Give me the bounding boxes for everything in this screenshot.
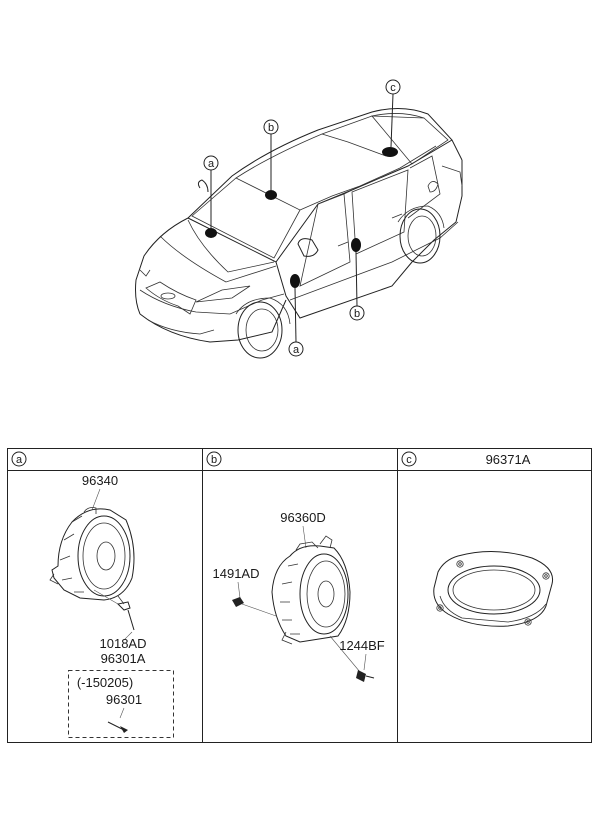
speaker-mark-a-door: [290, 274, 300, 288]
part-96360d-label: 96360D: [280, 510, 326, 525]
speaker-mark-b-door: [351, 238, 361, 252]
clip-1491ad-drawing: [232, 597, 277, 617]
svg-text:b: b: [354, 308, 360, 320]
svg-text:b: b: [211, 454, 217, 466]
svg-text:a: a: [16, 454, 23, 466]
panel-a-header: a: [11, 451, 27, 467]
supersession-box: [68, 670, 174, 738]
panel-a: 96340 1018AD 96301A (-150205) 96301: [49, 473, 174, 738]
svg-text:a: a: [293, 344, 300, 356]
pin-96301-drawing: [107, 721, 128, 733]
speaker-gasket-96371a-drawing: [433, 550, 554, 627]
speaker-mark-b-front: [265, 190, 277, 200]
panel-c: [433, 550, 554, 627]
callout-c-rear: c: [385, 79, 401, 95]
part-96301-label: 96301: [106, 692, 142, 707]
speaker-mark-a-front: [205, 228, 217, 238]
parts-table: a b c 96371A: [7, 448, 592, 743]
callout-b-door: b: [349, 305, 365, 321]
panel-b-header: b: [206, 451, 222, 467]
svg-text:a: a: [208, 158, 215, 170]
callout-a-door: a: [288, 341, 304, 357]
callout-b-front: b: [263, 119, 279, 135]
panel-c-part-number: 96371A: [486, 452, 531, 467]
part-96301a-label: 96301A: [101, 651, 146, 666]
panel-b: 96360D 1491AD 1244BF: [213, 510, 385, 682]
door-speaker-b-drawing: [271, 535, 351, 645]
door-speaker-a-drawing: [49, 507, 135, 605]
part-96340-label: 96340: [82, 473, 118, 488]
screw-1018ad-drawing: [93, 589, 135, 631]
svg-text:c: c: [406, 454, 412, 466]
part-1491ad-label: 1491AD: [213, 566, 260, 581]
callout-a-front: a: [203, 155, 219, 171]
panel-c-header: c 96371A: [401, 451, 531, 467]
supersession-date-label: (-150205): [77, 675, 133, 690]
car-illustration: a b c b a: [135, 79, 463, 359]
part-1018ad-label: 1018AD: [100, 636, 147, 651]
part-1244bf-label: 1244BF: [339, 638, 385, 653]
screw-1244bf-drawing: [329, 635, 375, 682]
speaker-mark-c-rear: [382, 147, 398, 157]
svg-text:c: c: [390, 82, 396, 94]
svg-text:b: b: [268, 122, 274, 134]
